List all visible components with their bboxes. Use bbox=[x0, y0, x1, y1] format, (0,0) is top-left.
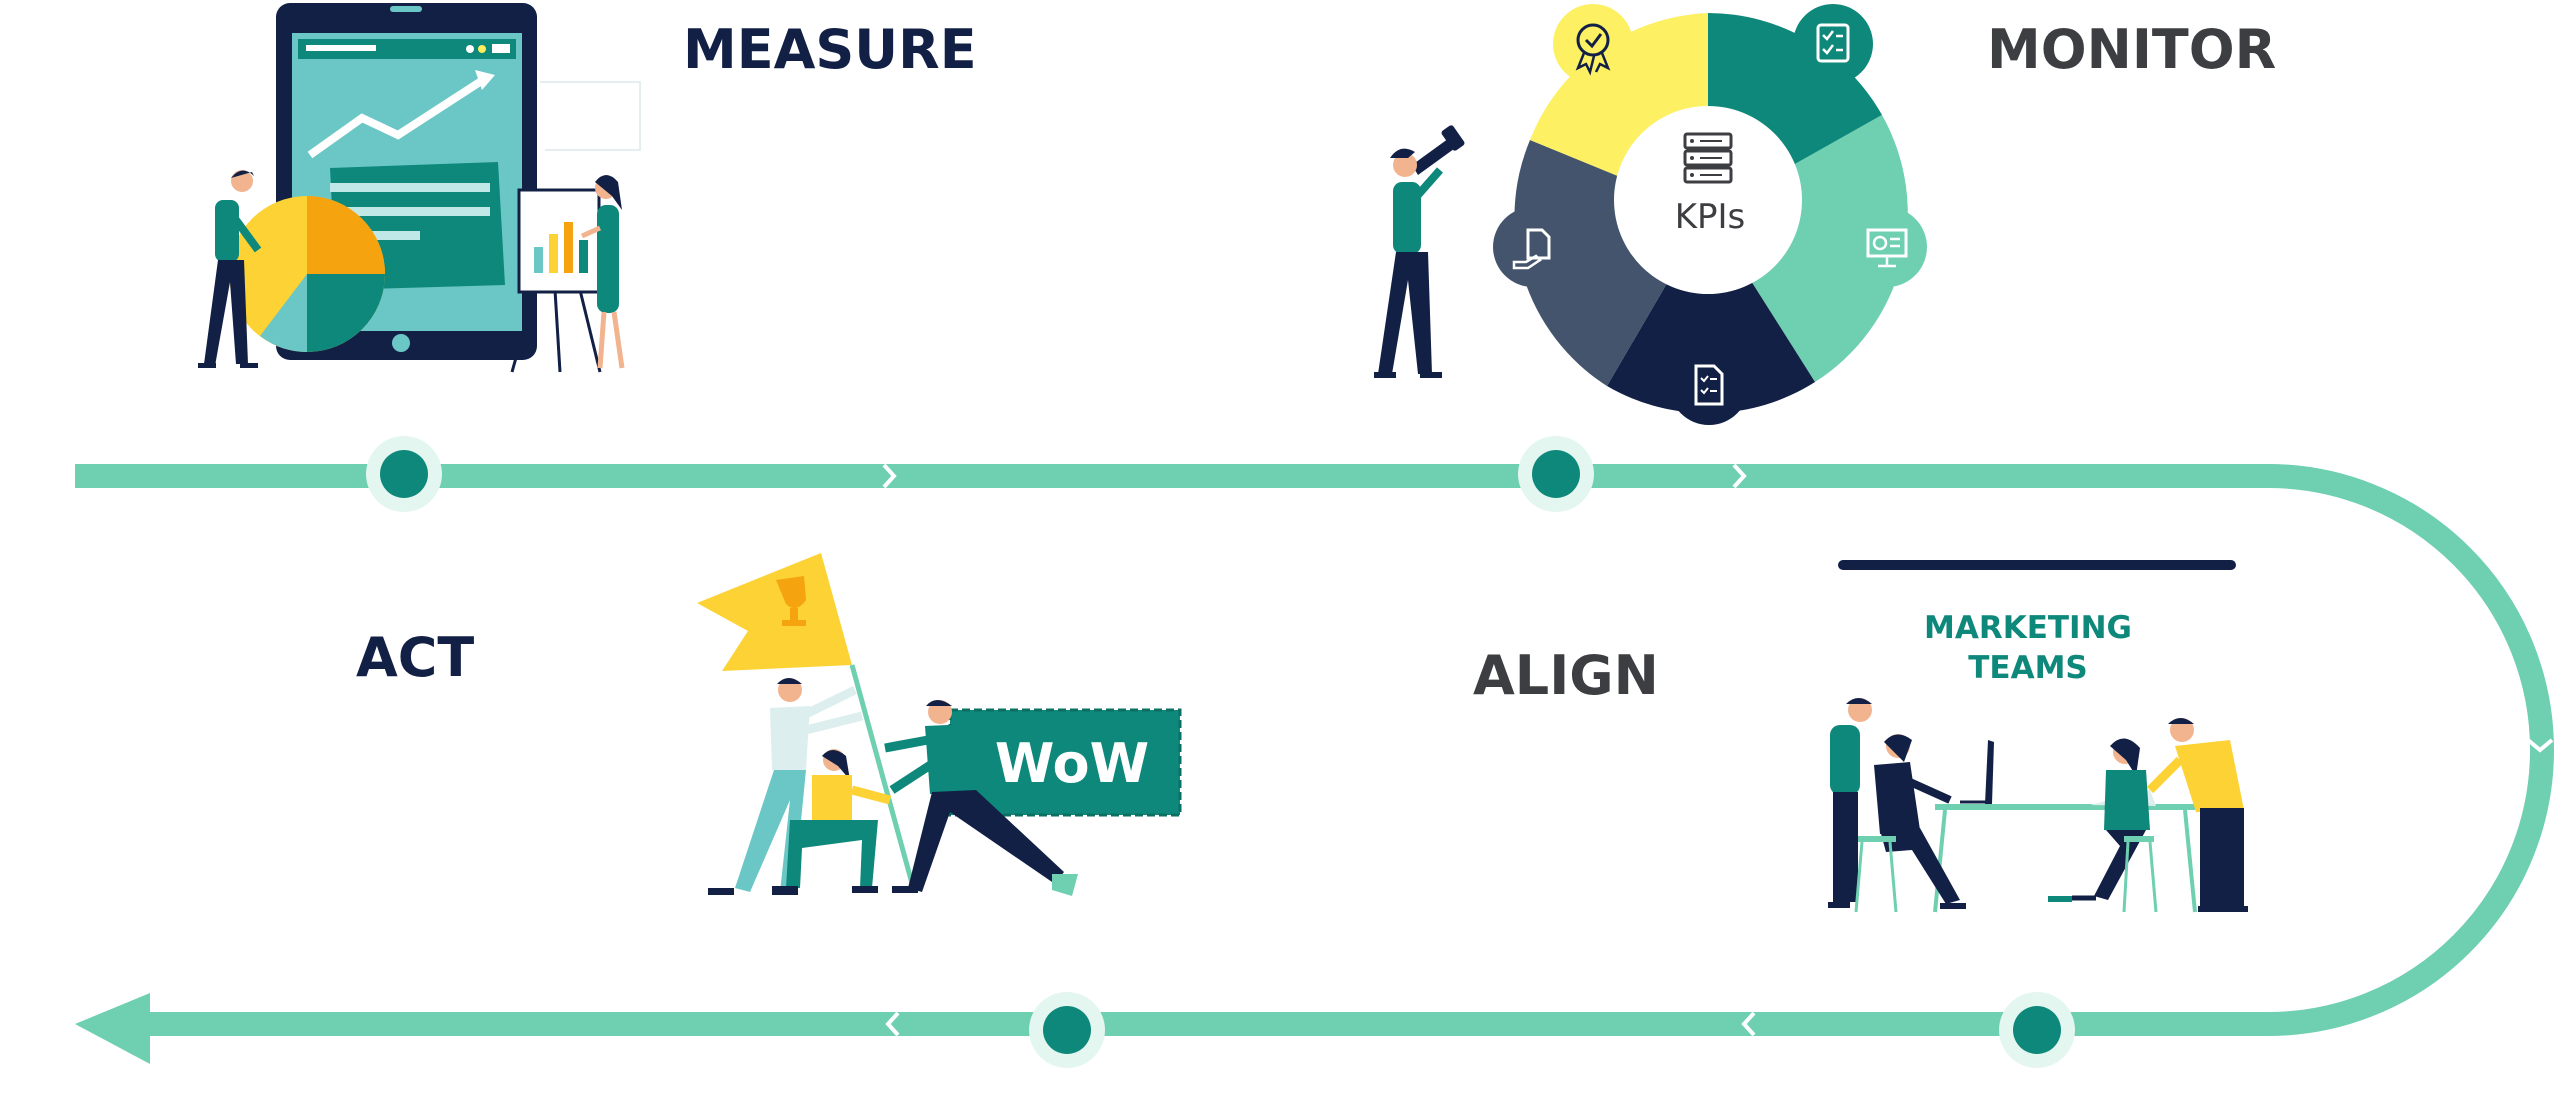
act-illustration: WoW bbox=[697, 553, 1182, 896]
person-woman-flag bbox=[772, 749, 892, 893]
track-node-measure bbox=[366, 436, 442, 512]
wow-sign: WoW bbox=[948, 708, 1182, 817]
step-label-monitor: MONITOR bbox=[1987, 18, 2276, 81]
person-woman-measure bbox=[580, 175, 625, 369]
kpi-wheel-segment bbox=[1607, 213, 1815, 414]
process-track bbox=[75, 463, 2554, 1064]
track-node-monitor bbox=[1518, 436, 1594, 512]
person-woman-seated bbox=[2048, 738, 2158, 913]
presentation-screen-icon bbox=[1847, 207, 1927, 287]
kpi-wheel-segment bbox=[1708, 115, 1908, 382]
telescope-icon bbox=[1412, 125, 1465, 175]
chevron-right-icon bbox=[1732, 463, 1747, 489]
track-node-align bbox=[1999, 992, 2075, 1068]
wow-sign-label: WoW bbox=[995, 732, 1149, 795]
person-man-leaning bbox=[2146, 718, 2248, 912]
align-illustration: MARKETING TEAMS bbox=[1828, 560, 2248, 913]
meeting-table bbox=[1933, 740, 2197, 913]
server-icon bbox=[1683, 132, 1733, 184]
kpi-wheel: KPIs bbox=[1493, 4, 1927, 425]
document-icon bbox=[1669, 345, 1749, 425]
step-label-act: ACT bbox=[356, 626, 474, 689]
person-man-standing bbox=[1828, 698, 1872, 908]
person-man-measure bbox=[198, 170, 262, 368]
tablet-chart-icon bbox=[276, 3, 537, 360]
track-arrowhead bbox=[75, 993, 150, 1064]
measure-illustration bbox=[198, 3, 641, 373]
pie-chart-icon bbox=[229, 196, 385, 352]
step-label-align: ALIGN bbox=[1473, 644, 1659, 707]
track-lower bbox=[140, 1012, 2268, 1036]
person-man-seated bbox=[1854, 734, 1966, 913]
hand-document-icon bbox=[1493, 207, 1573, 287]
person-man-push bbox=[884, 700, 1078, 896]
track-node-act bbox=[1029, 992, 1105, 1068]
flag bbox=[697, 553, 916, 888]
chevron-left-icon bbox=[1741, 1011, 1756, 1037]
chevron-right-icon bbox=[882, 463, 897, 489]
award-icon bbox=[1553, 4, 1633, 84]
monitor-illustration: KPIs bbox=[1374, 4, 1927, 425]
step-label-measure: MEASURE bbox=[683, 18, 977, 81]
person-man-monitor bbox=[1374, 148, 1444, 378]
checklist-icon bbox=[1793, 4, 1873, 84]
whiteboard-line1: MARKETING bbox=[1924, 610, 2132, 646]
kpi-center-label: KPIs bbox=[1675, 197, 1746, 237]
trophy-icon bbox=[776, 576, 806, 626]
chevron-left-icon bbox=[885, 1011, 900, 1037]
whiteboard: MARKETING TEAMS bbox=[1838, 560, 2236, 690]
presentation-icon bbox=[510, 188, 602, 373]
track-curve bbox=[2267, 464, 2554, 1036]
whiteboard-line2: TEAMS bbox=[1968, 650, 2088, 686]
chevron-down-icon bbox=[2526, 738, 2554, 753]
